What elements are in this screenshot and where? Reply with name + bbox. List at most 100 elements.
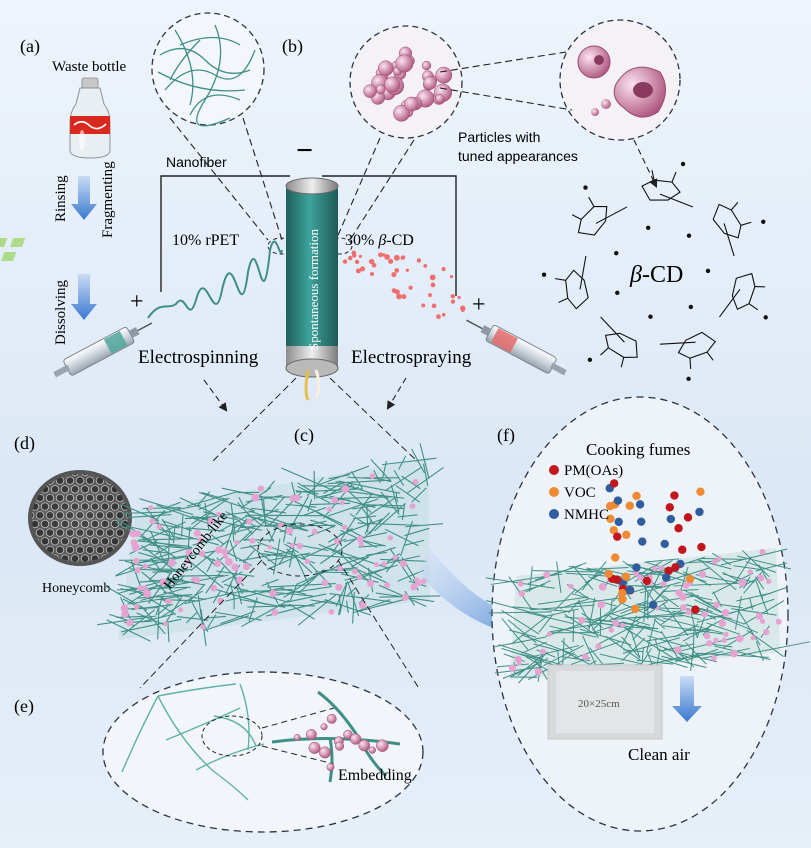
particle: [216, 511, 221, 517]
particle: [246, 518, 253, 525]
fiber: [586, 567, 608, 574]
fiber: [141, 571, 167, 594]
particle: [257, 485, 265, 492]
particle: [723, 631, 729, 638]
particle: [738, 578, 747, 587]
pollutant-dot: [613, 532, 622, 541]
fiber: [155, 595, 164, 616]
fiber: [640, 581, 657, 605]
spray-droplet: [391, 288, 397, 293]
fiber: [185, 516, 210, 520]
fiber: [560, 598, 589, 609]
fiber: [130, 560, 141, 586]
fiber: [204, 502, 210, 531]
hydroxyl-mark: [680, 161, 686, 167]
fiber: [266, 528, 275, 542]
fiber: [167, 621, 170, 643]
fiber: [143, 521, 186, 542]
particle: [651, 565, 658, 571]
fiber: [127, 593, 193, 605]
fiber: [621, 636, 641, 659]
pollutant-dot: [606, 501, 615, 511]
spray-droplets: [342, 250, 466, 320]
fiber: [225, 586, 284, 602]
fiber: [746, 629, 784, 657]
spray-droplet: [354, 259, 360, 265]
fiber: [320, 465, 370, 485]
fiber: [697, 559, 732, 570]
particle: [543, 571, 551, 579]
hydroxyl-mark: [763, 315, 768, 320]
particle: [326, 713, 337, 724]
particle: [210, 584, 217, 592]
particle: [680, 604, 687, 611]
spray-droplet: [378, 252, 383, 258]
fiber: [494, 636, 546, 648]
fiber: [245, 511, 262, 526]
fiber: [247, 605, 293, 608]
fiber: [243, 519, 268, 542]
particle: [435, 66, 453, 84]
fiber: [533, 643, 559, 651]
particle: [163, 621, 169, 627]
particle: [164, 598, 171, 604]
fiber: [129, 539, 158, 555]
spray-droplet: [347, 255, 353, 261]
fiber: [397, 514, 418, 518]
fiber: [564, 613, 593, 633]
fiber: [702, 647, 750, 659]
fiber: [137, 540, 190, 547]
spray-droplet: [400, 255, 405, 260]
beta-cd-structure: β-CD: [541, 161, 768, 382]
particle: [374, 562, 380, 568]
fiber: [138, 538, 195, 541]
fiber: [116, 615, 147, 619]
particle: [762, 628, 770, 636]
fiber: [379, 595, 441, 598]
fiber: [512, 606, 569, 612]
spray-droplet: [396, 293, 402, 300]
pollutant-dot: [632, 563, 641, 572]
fiber: [140, 587, 187, 602]
fiber: [626, 615, 684, 619]
fiber: [176, 616, 209, 621]
legend-nmhc-label: NMHC: [564, 507, 609, 523]
fiber: [737, 609, 761, 646]
fiber: [755, 579, 764, 600]
down-arrow-icon: [71, 274, 97, 320]
particle: [620, 622, 626, 628]
spray-droplet: [355, 268, 361, 274]
clean-air-label: Clean air: [628, 745, 690, 764]
particle: [215, 546, 223, 554]
fiber: [579, 628, 632, 646]
fiber: [201, 510, 255, 519]
fiber: [196, 516, 262, 531]
fiber: [106, 619, 151, 642]
particle: [193, 576, 201, 584]
particle: [351, 568, 358, 575]
fiber: [179, 497, 221, 518]
fiber: [621, 621, 663, 634]
fiber: [632, 601, 668, 624]
particle: [608, 627, 615, 633]
fiber: [358, 544, 385, 548]
particle: [395, 54, 414, 73]
particle: [421, 60, 432, 71]
fiber: [284, 543, 300, 554]
particle: [377, 60, 394, 77]
fiber: [349, 513, 367, 525]
fiber: [205, 566, 225, 594]
particle: [750, 635, 756, 641]
fiber: [626, 628, 674, 659]
panel-b-label: (b): [282, 36, 303, 57]
fiber: [221, 571, 243, 583]
fiber: [201, 492, 228, 501]
particle: [675, 589, 683, 597]
legend: PM(OAs) VOC NMHC: [549, 463, 623, 523]
fiber: [662, 594, 679, 608]
fiber: [155, 544, 172, 556]
particle: [775, 618, 782, 625]
particle: [143, 589, 152, 598]
particle: [721, 637, 728, 643]
fiber: [733, 565, 762, 571]
